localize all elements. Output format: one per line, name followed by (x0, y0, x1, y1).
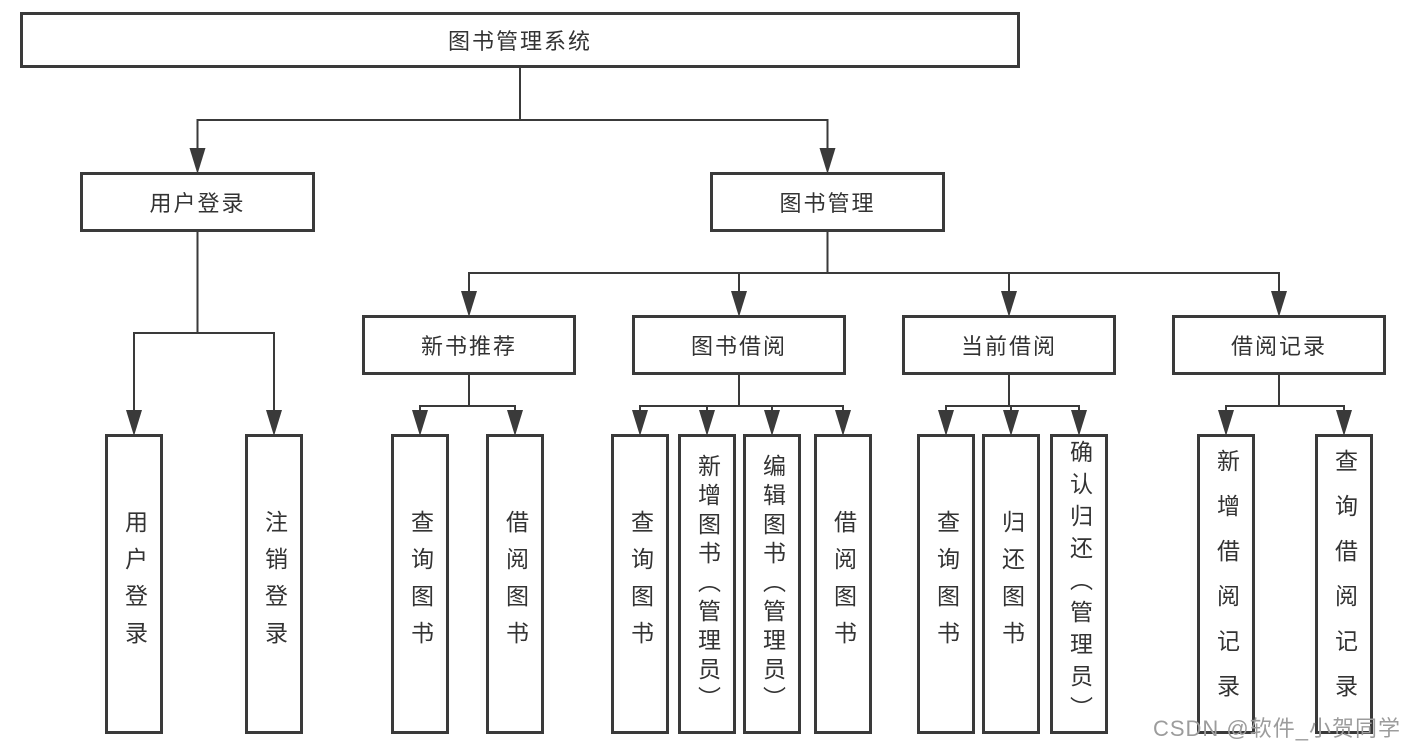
leaf-current-return-books: 归还图书 (982, 434, 1040, 734)
leaf-current-confirm-return-admin: 确认归还（管理员） (1050, 434, 1108, 734)
arrowheads-root-branch (189, 148, 836, 174)
arrowheads-user-login-branch (126, 410, 282, 436)
node-book-borrow: 图书借阅 (632, 315, 846, 375)
leaf-user-login-label: 用户登录 (121, 510, 148, 658)
leaf-records-add-record-label: 新增借阅记录 (1213, 449, 1240, 719)
leaf-borrow-borrow-books-label: 借阅图书 (830, 510, 857, 658)
leaf-newrec-borrow-books: 借阅图书 (486, 434, 544, 734)
leaf-borrow-add-books-admin: 新增图书（管理员） (678, 434, 736, 734)
leaf-borrow-edit-books-admin-label: 编辑图书（管理员） (759, 453, 786, 715)
node-book-mgmt: 图书管理 (710, 172, 945, 232)
arrowheads-leaf-level (412, 410, 1352, 436)
leaf-newrec-borrow-books-label: 借阅图书 (502, 510, 529, 658)
leaf-newrec-query-books-label: 查询图书 (407, 510, 434, 658)
node-new-book-rec-label: 新书推荐 (420, 334, 517, 359)
watermark: CSDN @软件_小贺同学 (1152, 716, 1401, 741)
leaf-records-add-record: 新增借阅记录 (1197, 434, 1255, 734)
arrowheads-book-mgmt-branch (461, 291, 1287, 317)
node-borrow-records-label: 借阅记录 (1230, 334, 1327, 359)
leaf-current-query-books: 查询图书 (917, 434, 975, 734)
connector-book-borrow-branch (639, 375, 844, 416)
node-current-borrow-label: 当前借阅 (960, 334, 1057, 359)
leaf-borrow-query-books-label: 查询图书 (627, 510, 654, 658)
node-current-borrow: 当前借阅 (902, 315, 1116, 375)
leaf-borrow-add-books-admin-label: 新增图书（管理员） (694, 453, 721, 715)
node-new-book-rec: 新书推荐 (362, 315, 576, 375)
connector-current-borrow-branch (945, 375, 1080, 416)
leaf-records-query-record-label: 查询借阅记录 (1331, 449, 1358, 719)
connector-borrow-records-branch (1225, 375, 1345, 416)
leaf-logout: 注销登录 (245, 434, 303, 734)
node-book-mgmt-label: 图书管理 (779, 191, 876, 216)
leaf-current-query-books-label: 查询图书 (933, 510, 960, 658)
node-root-label: 图书管理系统 (447, 29, 592, 54)
node-root: 图书管理系统 (20, 12, 1020, 68)
connector-new-book-branch (419, 375, 516, 416)
connector-book-mgmt-branch (468, 232, 1280, 295)
leaf-user-login: 用户登录 (105, 434, 163, 734)
leaf-borrow-query-books: 查询图书 (611, 434, 669, 734)
connector-user-login-branch (133, 232, 275, 414)
connector-root-branch (196, 68, 829, 152)
leaf-current-return-books-label: 归还图书 (998, 510, 1025, 658)
node-user-login-label: 用户登录 (149, 191, 246, 216)
leaf-current-confirm-return-admin-label: 确认归还（管理员） (1066, 440, 1093, 728)
leaf-newrec-query-books: 查询图书 (391, 434, 449, 734)
node-book-borrow-label: 图书借阅 (690, 334, 787, 359)
leaf-borrow-edit-books-admin: 编辑图书（管理员） (743, 434, 801, 734)
node-user-login: 用户登录 (80, 172, 315, 232)
leaf-records-query-record: 查询借阅记录 (1315, 434, 1373, 734)
node-borrow-records: 借阅记录 (1172, 315, 1386, 375)
leaf-logout-label: 注销登录 (261, 510, 288, 658)
leaf-borrow-borrow-books: 借阅图书 (814, 434, 872, 734)
